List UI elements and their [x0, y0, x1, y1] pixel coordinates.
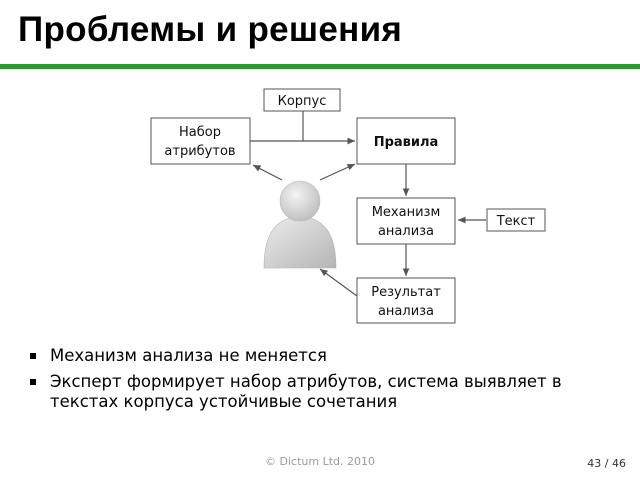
arrow-expert-to-attributes	[252, 164, 283, 181]
node-result-label-line2: анализа	[378, 304, 434, 319]
node-result: Результат анализа	[356, 277, 456, 324]
bullet-text: Эксперт формирует набор атрибутов, систе…	[50, 372, 562, 411]
node-attributes: Набор атрибутов	[150, 117, 251, 165]
arrow-expert-to-rules	[319, 163, 356, 181]
node-mechanism-label-line2: анализа	[378, 224, 434, 239]
node-rules: Правила	[356, 117, 456, 165]
bullet-item: Эксперт формирует набор атрибутов, систе…	[30, 372, 620, 412]
page-total: 46	[612, 457, 626, 470]
node-mechanism-label-line1: Механизм	[372, 205, 441, 220]
node-text: Текст	[486, 208, 546, 232]
node-result-label-line1: Результат	[371, 285, 441, 300]
page-separator: /	[604, 457, 609, 470]
bullet-square-icon	[30, 379, 36, 385]
page-number: 43 / 46	[587, 457, 626, 470]
bullet-item: Механизм анализа не меняется	[30, 346, 620, 366]
node-mechanism: Механизм анализа	[356, 197, 456, 245]
bullet-list: Механизм анализа не меняется Эксперт фор…	[30, 346, 620, 418]
node-text-label: Текст	[496, 214, 536, 229]
bullet-text: Механизм анализа не меняется	[50, 346, 327, 365]
node-corpus: Корпус	[263, 88, 341, 112]
bullet-square-icon	[30, 353, 36, 359]
footer-copyright: © Dictum Ltd. 2010	[265, 455, 375, 468]
node-attributes-label-line1: Набор	[179, 125, 221, 140]
arrow-result-to-expert	[319, 268, 358, 297]
page-title: Проблемы и решения	[18, 10, 403, 49]
title-divider	[0, 64, 640, 69]
node-attributes-label-line2: атрибутов	[164, 144, 235, 159]
node-corpus-label: Корпус	[278, 94, 327, 109]
page-current: 43	[587, 457, 602, 470]
person-icon	[263, 180, 337, 269]
node-rules-label: Правила	[374, 135, 439, 150]
